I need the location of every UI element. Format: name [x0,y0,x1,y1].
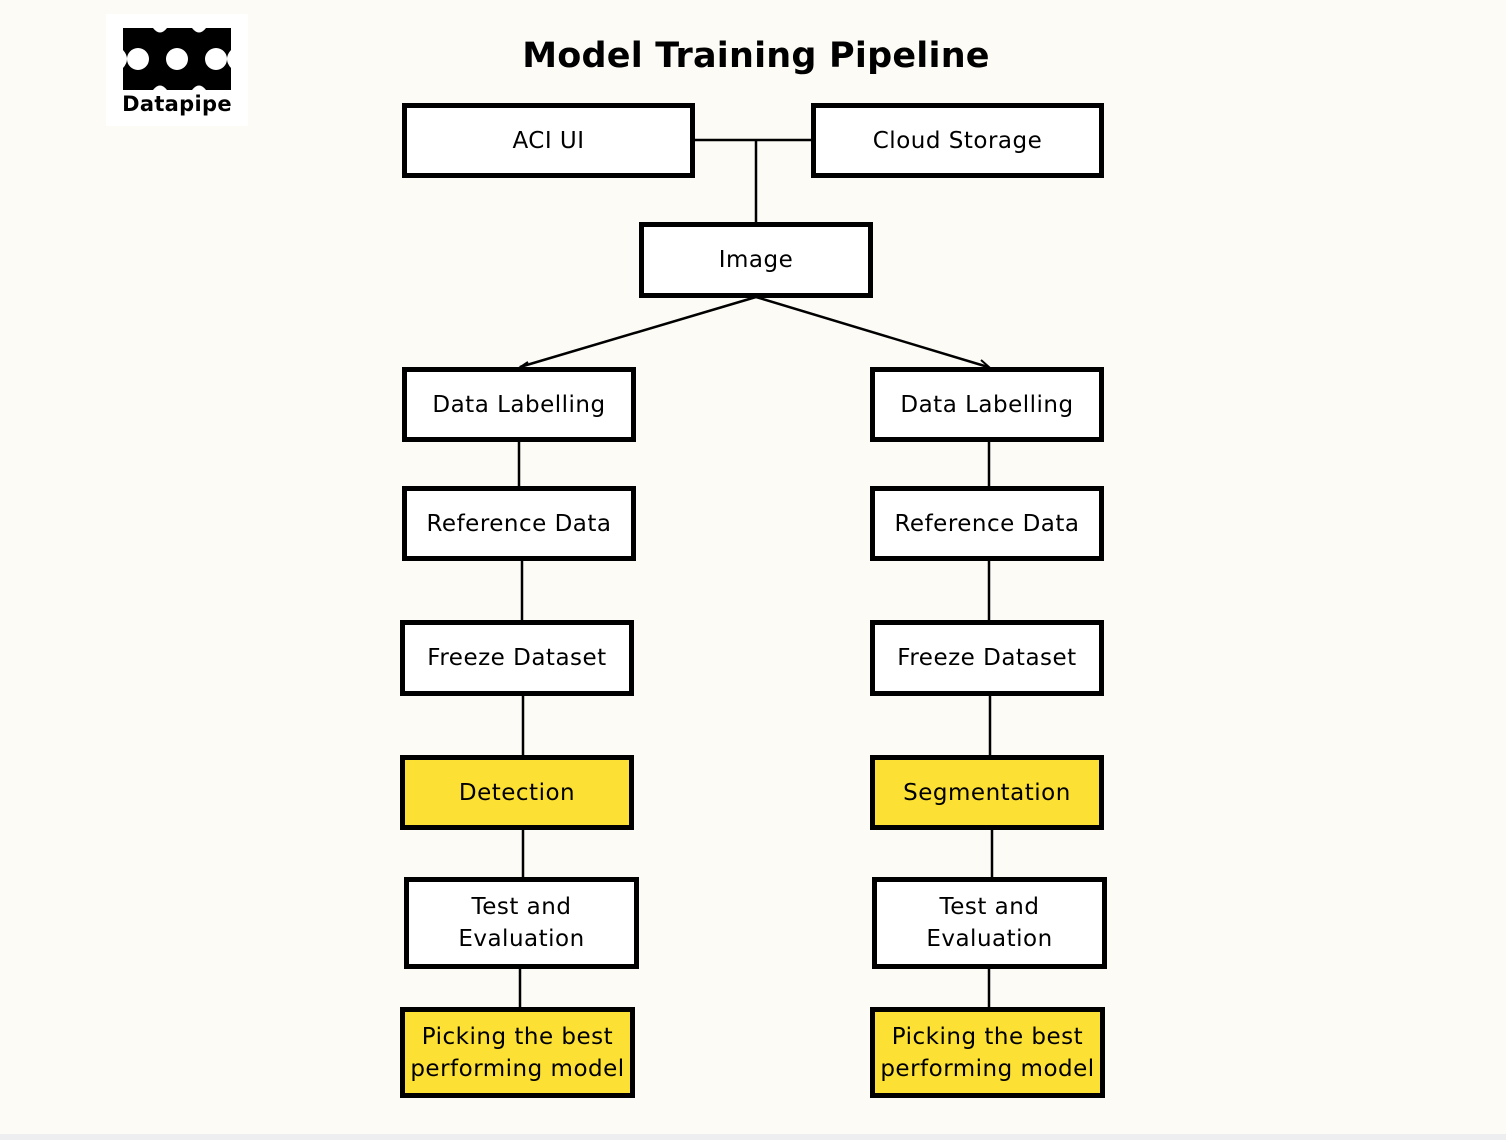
node-cloud-storage: Cloud Storage [811,103,1104,178]
node-right-test-evaluation: Test and Evaluation [872,877,1107,969]
logo-text: Datapipe [122,92,232,116]
node-right-data-labelling: Data Labelling [870,367,1104,442]
node-left-data-labelling: Data Labelling [402,367,636,442]
bottom-band [0,1134,1506,1140]
node-right-freeze-dataset: Freeze Dataset [870,620,1104,696]
datapipe-logo-icon [123,28,231,90]
node-aci-ui: ACI UI [402,103,695,178]
arrow-image-right [755,295,989,369]
node-left-freeze-dataset: Freeze Dataset [400,620,634,696]
node-right-picking-best-model: Picking the best performing model [870,1007,1105,1098]
node-left-reference-data: Reference Data [402,486,636,561]
node-left-test-evaluation: Test and Evaluation [404,877,639,969]
node-right-reference-data: Reference Data [870,486,1104,561]
datapipe-logo: Datapipe [106,14,248,126]
node-left-detection: Detection [400,755,634,830]
node-left-picking-best-model: Picking the best performing model [400,1007,635,1098]
node-image: Image [639,222,873,298]
arrow-image-left [519,295,757,369]
node-right-segmentation: Segmentation [870,755,1104,830]
diagram-title: Model Training Pipeline [522,36,990,76]
